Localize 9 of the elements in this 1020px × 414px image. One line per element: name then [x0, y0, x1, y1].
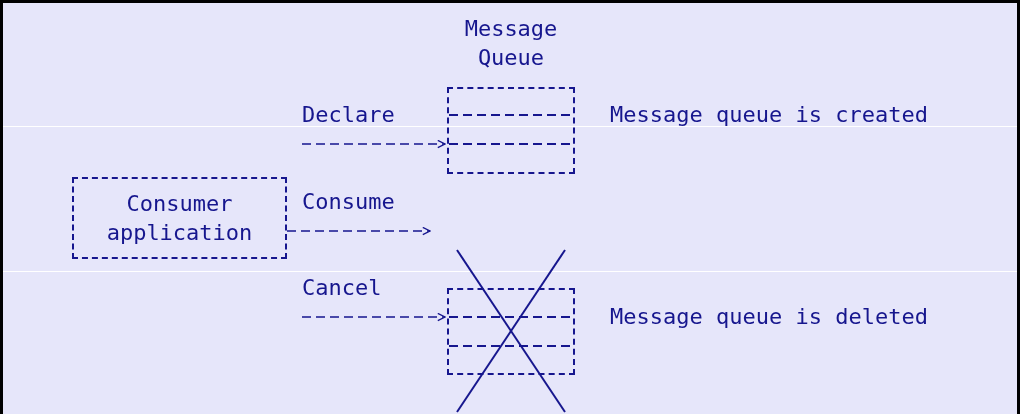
arrow [286, 226, 431, 236]
queue-title: Message Queue [463, 15, 559, 72]
queue-box [447, 87, 575, 174]
status-note: Message queue is deleted [610, 306, 928, 328]
status-note: Message queue is created [610, 104, 928, 126]
process-box: Consumer application [72, 177, 287, 259]
arrow [301, 312, 446, 322]
queue-box [447, 288, 575, 375]
arrow [301, 139, 446, 149]
